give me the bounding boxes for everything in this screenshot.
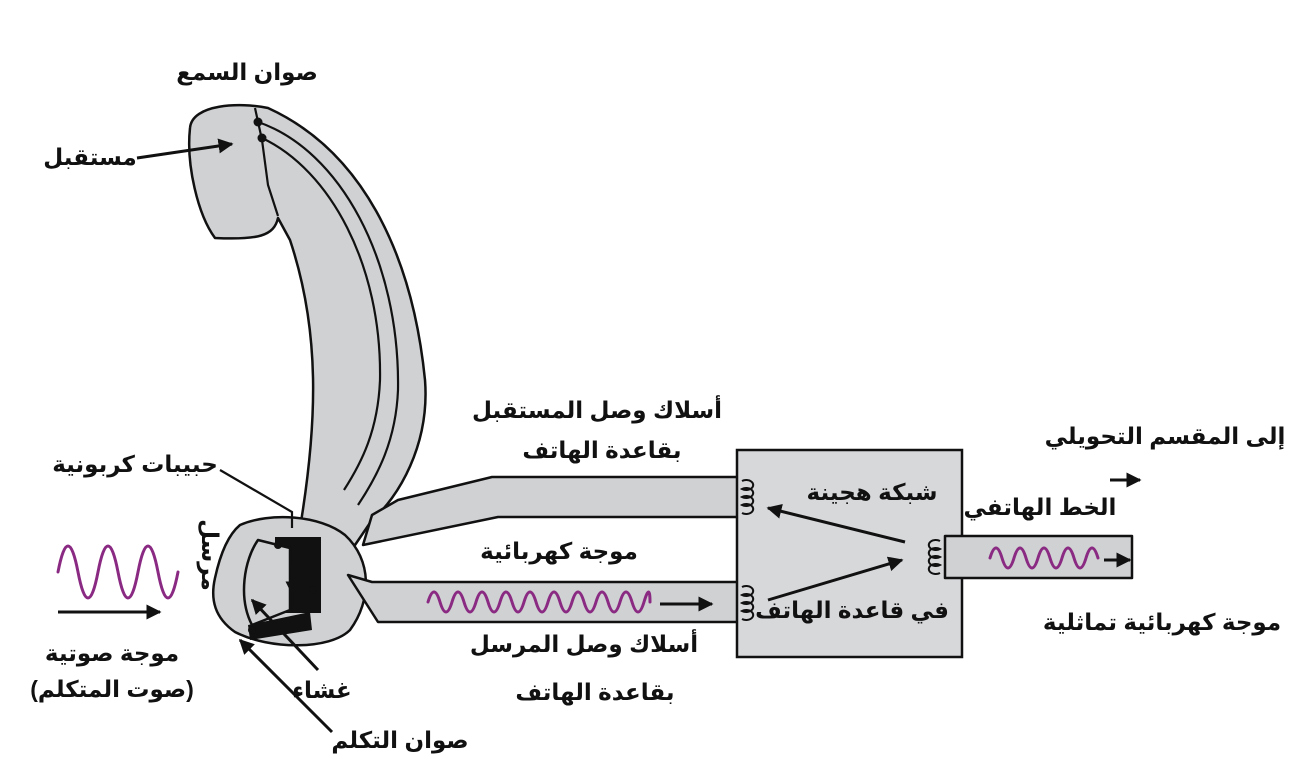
handset-inner-wire-2 bbox=[261, 137, 382, 491]
label-analog-wave: موجة كهربائية تماثلية bbox=[1043, 609, 1281, 636]
label-carbon-granules: حبيبات كربونية bbox=[52, 451, 218, 478]
transmitter-chamber bbox=[242, 538, 292, 627]
phone-base-box bbox=[735, 448, 964, 659]
label-speaker-voice: (صوت المتكلم) bbox=[30, 676, 194, 703]
electric-wave-signal bbox=[426, 590, 652, 614]
label-to-exchange: إلى المقسم التحويلي bbox=[1045, 423, 1286, 450]
earpiece-terminal-1 bbox=[253, 117, 263, 127]
label-receiver: مستقبل bbox=[43, 144, 137, 170]
earpiece-terminal-2 bbox=[257, 133, 267, 143]
label-in-phone-base: في قاعدة الهاتف bbox=[755, 597, 949, 624]
label-mouthpiece: صوان التكلم bbox=[331, 727, 468, 754]
line-coil bbox=[927, 539, 943, 575]
label-receiver-wires-2: بقاعدة الهاتف bbox=[522, 437, 681, 464]
analog-wave-signal bbox=[988, 546, 1100, 570]
label-electric-wave: موجة كهربائية bbox=[480, 538, 638, 565]
label-phone-line: الخط الهاتفي bbox=[964, 494, 1117, 521]
transmitter-coil bbox=[739, 585, 755, 621]
hybrid-to-receiver-arrow bbox=[766, 503, 906, 544]
label-hybrid-network: شبكة هجينة bbox=[807, 479, 938, 505]
receiver-coil bbox=[739, 479, 755, 515]
diaphragm-plate bbox=[248, 612, 312, 640]
label-receiver-wires-1: أسلاك وصل المستقبل bbox=[472, 394, 722, 424]
label-sound-wave: موجة صوتية bbox=[45, 640, 179, 667]
mouthpiece-pointer bbox=[238, 638, 334, 734]
label-transmitter-wires-1: أسلاك وصل المرسل bbox=[470, 628, 698, 658]
label-transmitter-wires-2: بقاعدة الهاتف bbox=[515, 679, 674, 706]
transmitter-to-hybrid-arrow bbox=[767, 556, 904, 602]
transmitter-terminal-3 bbox=[248, 626, 256, 634]
transmitter-terminal-1 bbox=[274, 541, 282, 549]
handset-inner-wire-1 bbox=[257, 120, 400, 506]
carbon-granules-pointer bbox=[219, 469, 294, 528]
receiver-pointer bbox=[136, 138, 234, 160]
diaphragm-pointer bbox=[250, 598, 320, 672]
transmitter-wires-channel bbox=[346, 573, 744, 624]
transmitter-terminal-2 bbox=[309, 586, 317, 594]
sound-wave-signal bbox=[56, 544, 180, 600]
label-earpiece: صوان السمع bbox=[176, 59, 318, 86]
label-diaphragm: غشاء bbox=[292, 677, 352, 703]
label-transmitter: مرسل bbox=[196, 519, 223, 591]
receiver-wires-channel bbox=[361, 475, 744, 547]
